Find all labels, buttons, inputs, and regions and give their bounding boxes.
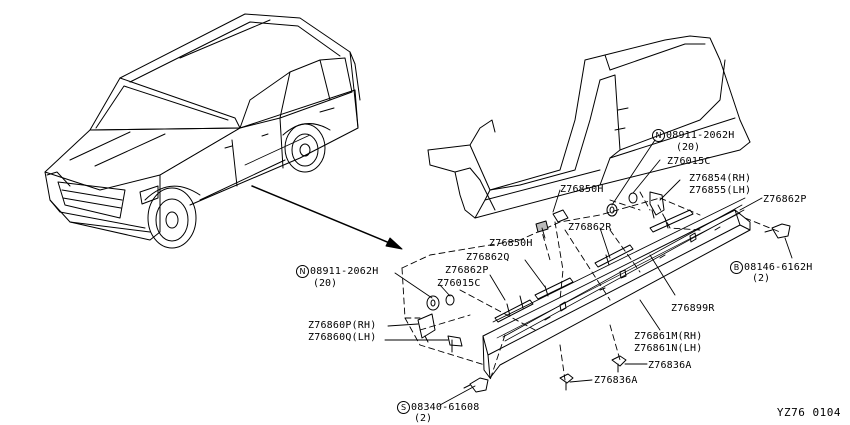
label-bracket-p-left: Z76862P bbox=[445, 265, 489, 276]
n-symbol-badge-left: N bbox=[296, 265, 309, 278]
label-clip-left: Z76015C bbox=[437, 278, 481, 289]
label-bracket-q-lh: Z76860Q(LH) bbox=[308, 332, 377, 343]
label-b-bolt: 08146-6162H bbox=[744, 262, 813, 273]
body-side-panel bbox=[427, 35, 751, 219]
label-mould-rh: Z76861M(RH) bbox=[634, 331, 703, 342]
label-clip-a-upper: Z76836A bbox=[648, 360, 692, 371]
label-n-bolt-top-qty: (20) bbox=[676, 142, 701, 153]
vehicle-illustration bbox=[44, 13, 361, 249]
fasteners bbox=[417, 191, 791, 393]
label-bracket-q: Z76862Q bbox=[466, 252, 510, 263]
label-seal-rh: Z76854(RH) bbox=[689, 173, 752, 184]
label-bracket-p-rh: Z76860P(RH) bbox=[308, 320, 377, 331]
label-n-bolt-left-qty: (20) bbox=[313, 278, 338, 289]
s-symbol-badge: S bbox=[397, 401, 410, 414]
label-retainer-top: Z76850H bbox=[560, 184, 604, 195]
leader-lines bbox=[384, 139, 793, 406]
label-seal-lh: Z76855(LH) bbox=[689, 185, 752, 196]
label-bracket-mid: Z76862R bbox=[568, 222, 612, 233]
label-mould-lh: Z76861N(LH) bbox=[634, 343, 703, 354]
label-bracket-top-right: Z76862P bbox=[763, 194, 807, 205]
label-clip-a-lower: Z76836A bbox=[594, 375, 638, 386]
label-s-screw-qty: (2) bbox=[414, 413, 433, 424]
diagram-code: YZ76 0104 bbox=[776, 406, 841, 419]
label-b-bolt-qty: (2) bbox=[752, 273, 771, 284]
b-symbol-badge: B bbox=[730, 261, 743, 274]
label-n-bolt-top: 08911-2062H bbox=[666, 130, 735, 141]
label-retainer-mid: Z76850H bbox=[489, 238, 533, 249]
label-sill-r: Z76899R bbox=[671, 303, 715, 314]
label-s-screw: 08340-61608 bbox=[411, 402, 480, 413]
label-clip-top: Z76015C bbox=[667, 156, 711, 167]
label-n-bolt-left: 08911-2062H bbox=[310, 266, 379, 277]
pointer-arrow bbox=[251, 185, 403, 250]
bracket-strips bbox=[494, 209, 694, 323]
n-symbol-badge-top: N bbox=[652, 129, 665, 142]
sill-moulding bbox=[482, 197, 751, 379]
